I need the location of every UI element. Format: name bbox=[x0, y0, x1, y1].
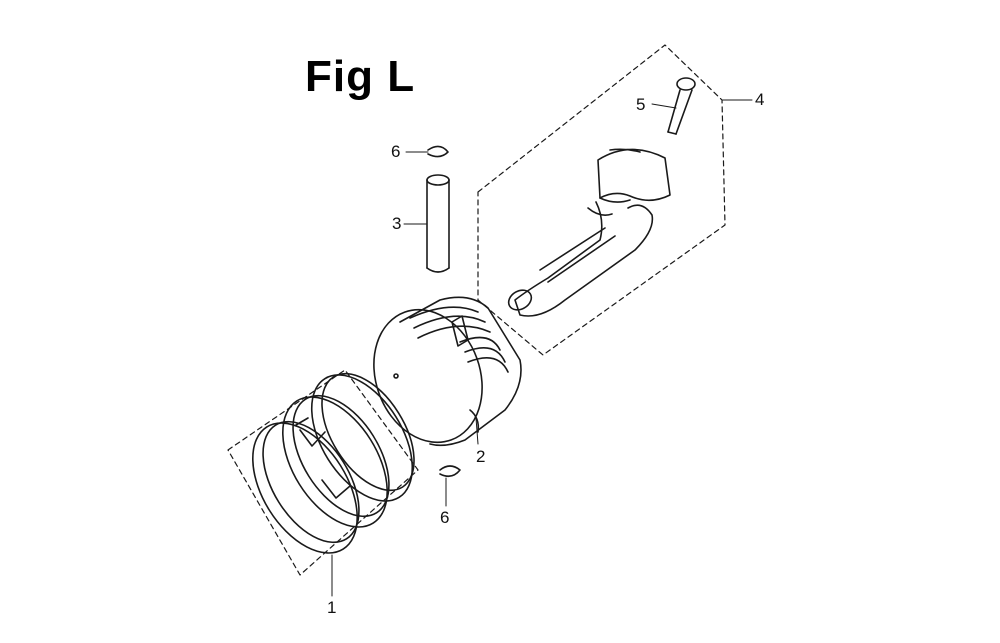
piston-rings-icon bbox=[252, 372, 415, 554]
rod-bolt-icon bbox=[667, 77, 696, 135]
callout-label: 6 bbox=[440, 508, 450, 527]
callout-label: 2 bbox=[476, 447, 486, 466]
piston-pin-icon bbox=[426, 174, 450, 273]
leader-lines bbox=[331, 99, 753, 597]
callout-label: 1 bbox=[327, 598, 337, 617]
callout-label: 4 bbox=[755, 90, 765, 109]
connecting-rod-icon bbox=[507, 148, 671, 317]
conrod-group-box bbox=[477, 44, 726, 356]
callout-label: 3 bbox=[392, 214, 402, 233]
callout-label: 6 bbox=[391, 142, 401, 161]
piston-icon bbox=[373, 296, 522, 447]
callout-label: 5 bbox=[636, 95, 646, 114]
figure-title: Fig L bbox=[305, 52, 416, 101]
pin-clip-icon bbox=[427, 145, 461, 478]
